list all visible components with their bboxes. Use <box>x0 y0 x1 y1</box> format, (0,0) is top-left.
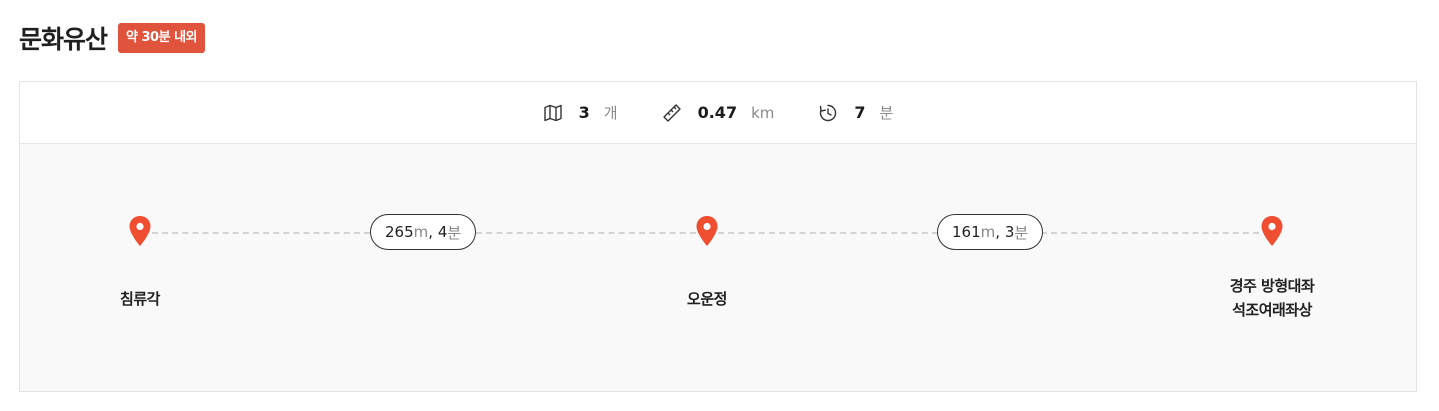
place-name-3[interactable]: 경주 방형대좌 석조여래좌상 <box>1172 274 1372 322</box>
section-title: 문화유산 <box>19 25 108 54</box>
section-header: 문화유산 약 30분 내외 <box>19 20 205 56</box>
route-line-1 <box>152 232 370 234</box>
location-pin-icon <box>1261 216 1283 246</box>
stat-time-unit: 분 <box>879 104 894 122</box>
route-line-4 <box>1041 232 1259 234</box>
segment-meters: 265 <box>385 223 414 241</box>
stat-count-value: 3 <box>578 103 590 122</box>
place-name-line1: 침류각 <box>120 290 160 308</box>
route-pin-1[interactable] <box>128 215 152 247</box>
place-name-2[interactable]: 오운정 <box>607 287 807 311</box>
clock-icon <box>820 104 837 121</box>
segment-minutes: 4 <box>437 223 448 241</box>
segment-minutes-unit: 분 <box>1014 223 1029 242</box>
stat-distance-value: 0.47 <box>697 103 738 122</box>
route-stats-bar: 3 개 0.47 km 7 분 <box>20 82 1416 144</box>
stat-time: 7 분 <box>818 102 893 123</box>
place-name-1[interactable]: 침류각 <box>40 287 240 311</box>
segment-separator: , <box>428 223 438 241</box>
segment-meters-unit: m <box>413 223 429 241</box>
ruler-icon <box>662 103 681 122</box>
stat-distance-unit: km <box>751 103 775 122</box>
stat-count: 3 개 <box>543 102 618 123</box>
location-pin-icon <box>696 216 718 246</box>
stat-time-value: 7 <box>854 103 866 122</box>
stat-distance: 0.47 km <box>662 103 775 123</box>
route-line-2 <box>476 232 696 234</box>
route-panel: 3 개 0.47 km 7 분 <box>19 81 1417 392</box>
route-line-3 <box>718 232 938 234</box>
place-name-line1: 오운정 <box>687 290 727 308</box>
stat-count-unit: 개 <box>603 104 618 122</box>
segment-minutes-unit: 분 <box>447 223 462 242</box>
route-pin-3[interactable] <box>1260 215 1284 247</box>
location-pin-icon <box>129 216 151 246</box>
route-pin-2[interactable] <box>695 215 719 247</box>
segment-meters-unit: m <box>980 223 996 241</box>
duration-badge: 약 30분 내외 <box>118 23 205 53</box>
place-name-line2: 석조여래좌상 <box>1232 301 1312 319</box>
segment-minutes: 3 <box>1004 223 1015 241</box>
segment-separator: , <box>995 223 1005 241</box>
map-icon <box>543 104 562 121</box>
place-name-line1: 경주 방형대좌 <box>1229 277 1315 295</box>
segment-meters: 161 <box>952 223 981 241</box>
